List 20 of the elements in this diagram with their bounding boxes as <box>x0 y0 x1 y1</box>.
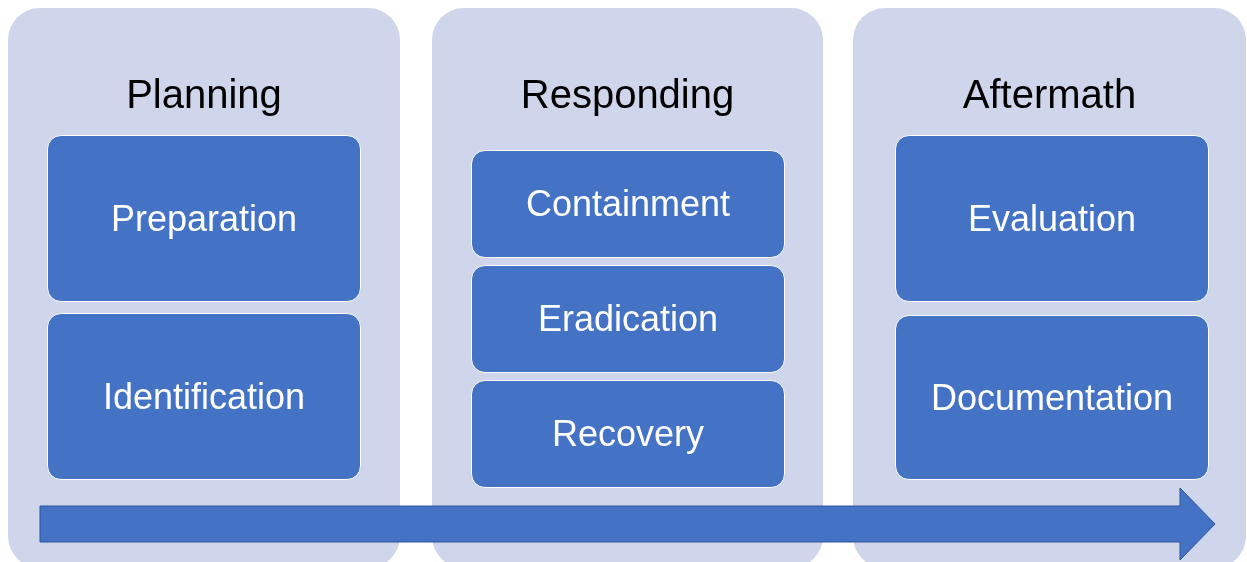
step-box <box>895 135 1209 302</box>
phase-heading: Planning <box>126 72 282 116</box>
step-box <box>471 265 785 373</box>
phase-panel <box>853 8 1246 562</box>
step-box <box>47 135 361 302</box>
step-label: Eradication <box>537 298 719 340</box>
step-label: Identification <box>102 375 306 418</box>
phase-panel <box>8 8 400 562</box>
step-label: Evaluation <box>967 197 1137 240</box>
step-box <box>47 313 361 480</box>
phase-panel <box>432 8 823 562</box>
phase-heading: Responding <box>520 72 735 116</box>
step-box <box>895 315 1209 480</box>
step-box <box>471 150 785 258</box>
step-label: Recovery <box>551 413 705 455</box>
step-label: Containment <box>525 183 731 225</box>
step-label: Preparation <box>110 197 298 240</box>
phase-heading: Aftermath <box>962 72 1137 116</box>
step-box <box>471 380 785 488</box>
step-label: Documentation <box>930 376 1174 419</box>
